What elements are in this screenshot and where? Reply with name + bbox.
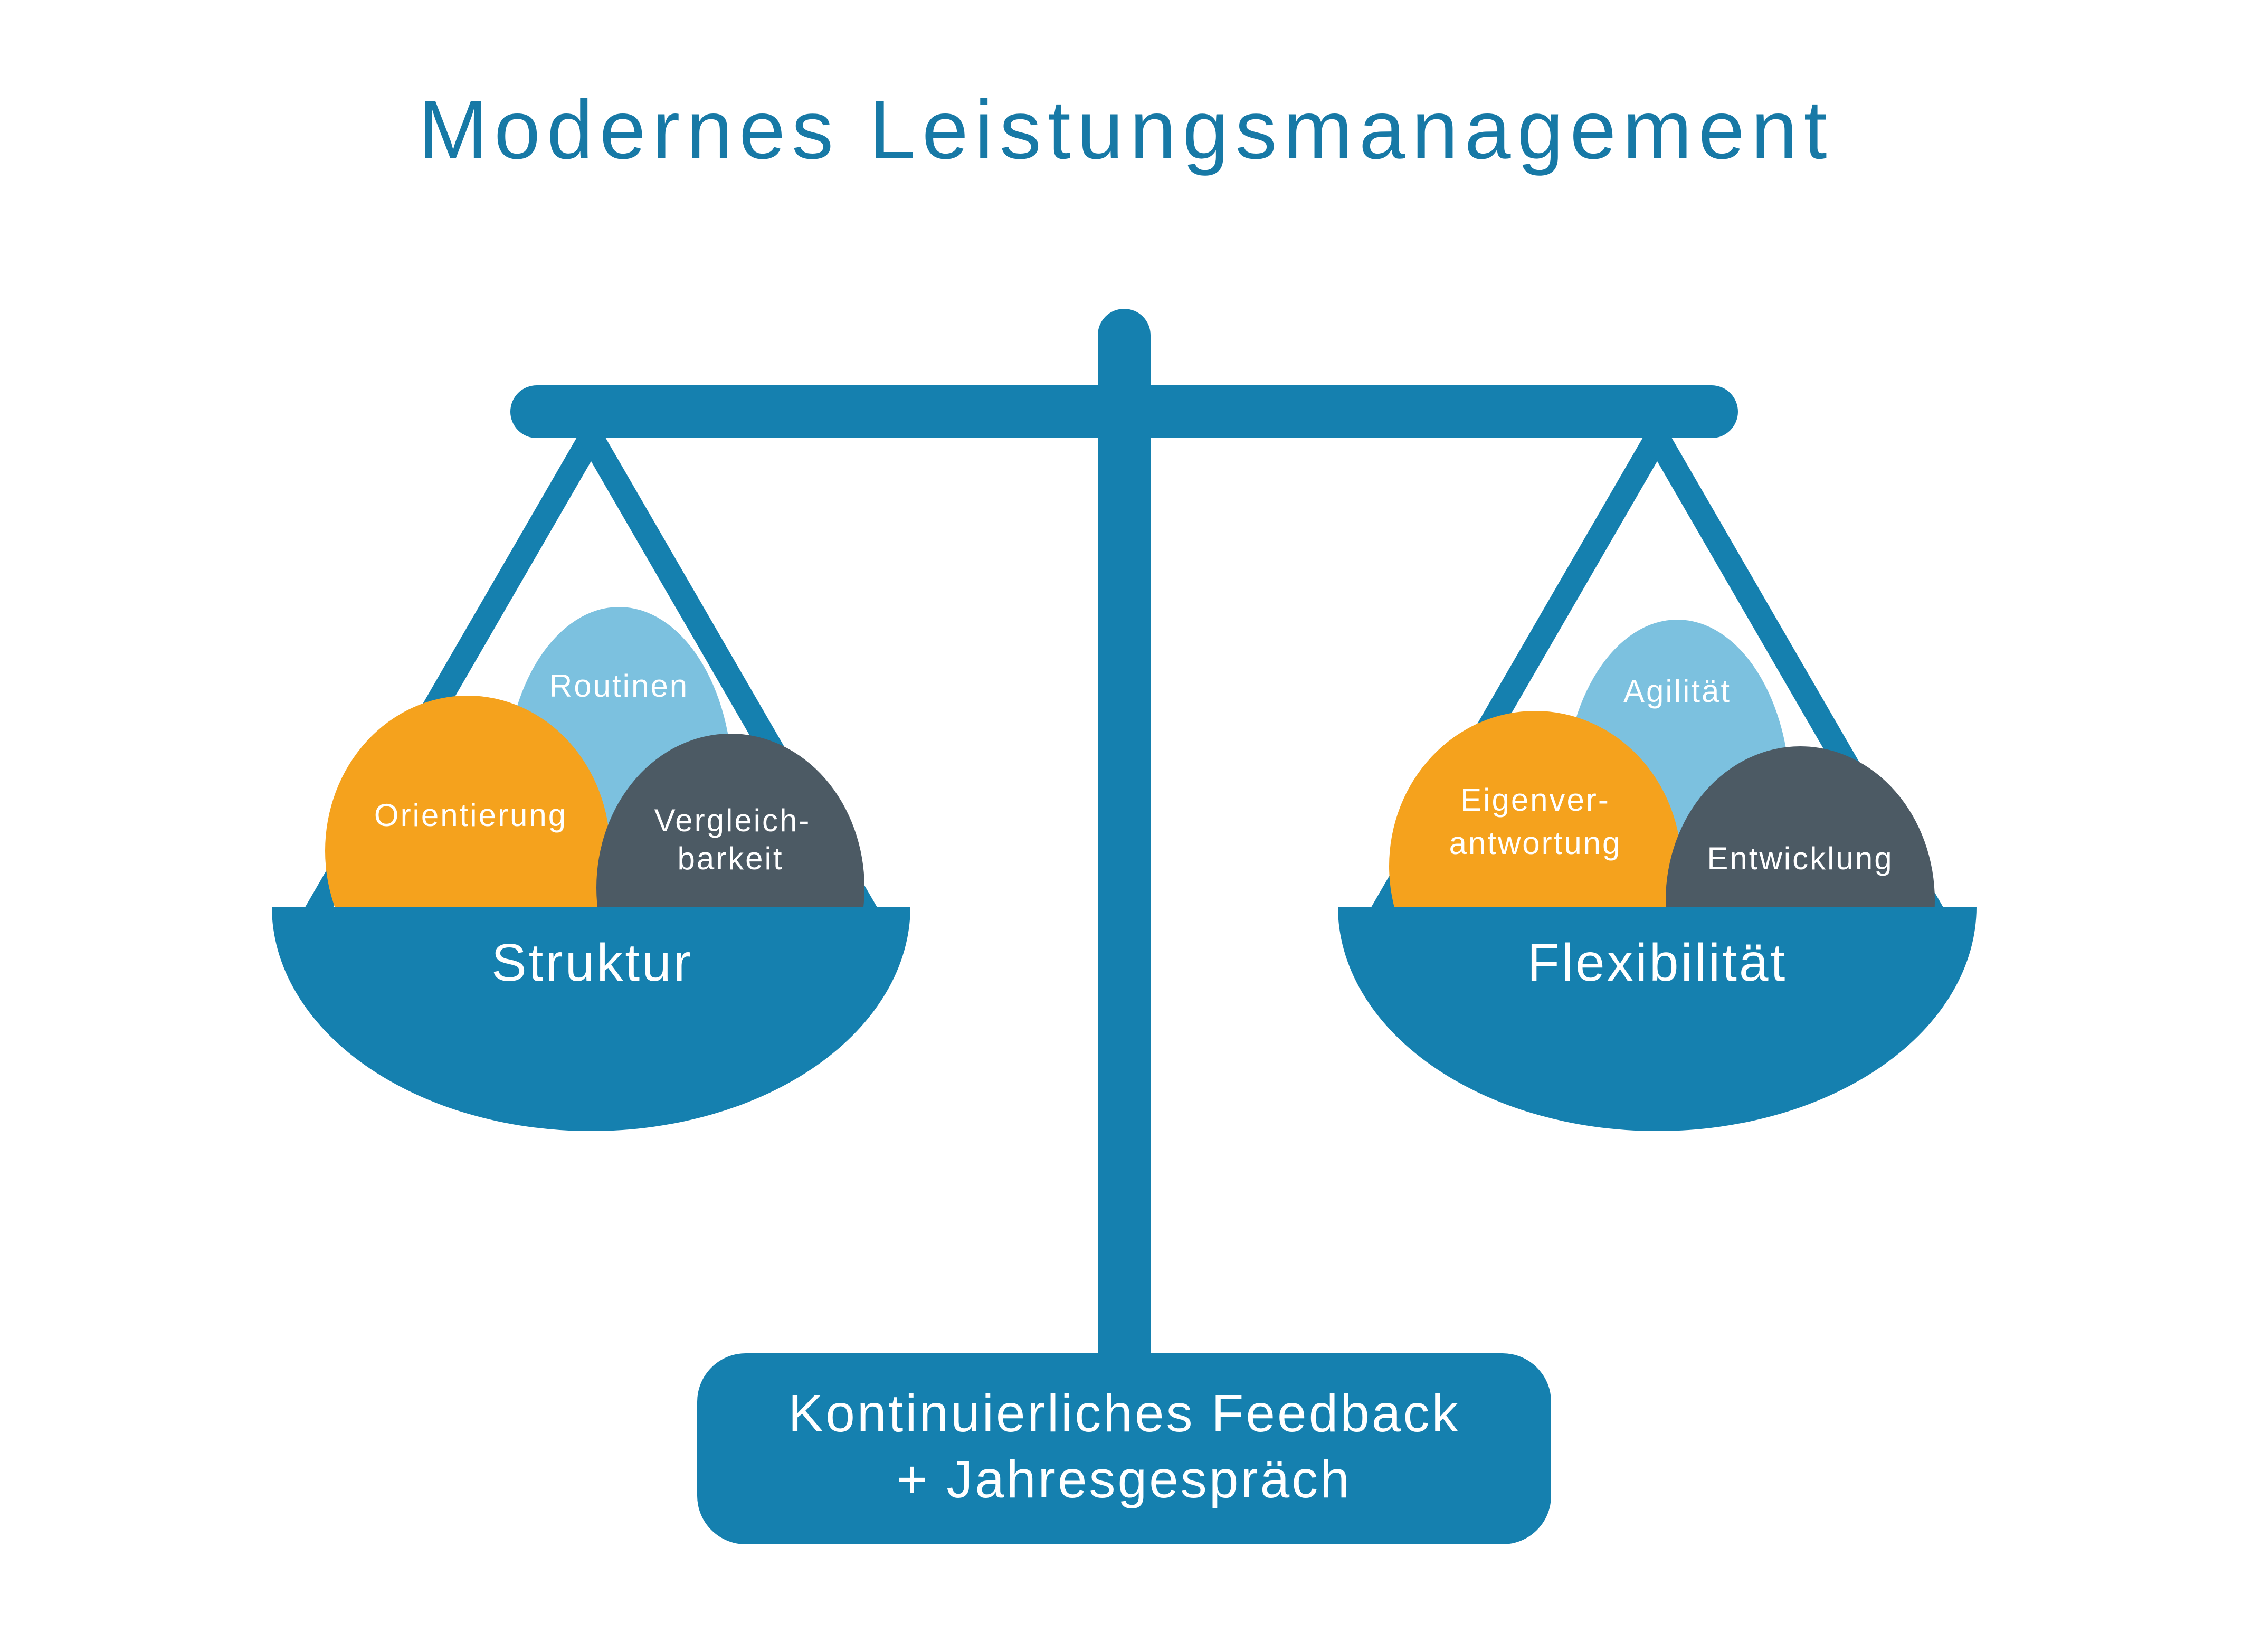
page-title: Modernes Leistungsmanagement [418, 83, 1833, 176]
base-box: Kontinuierliches Feedback + Jahresgesprä… [697, 1353, 1551, 1544]
right-pan: Agilität Eigenver- antwortung Entwicklun… [1338, 620, 1977, 1131]
balance-scale: Routinen Orientierung Vergleich- barkeit… [272, 309, 1977, 1544]
right-pan-bowl [1338, 907, 1977, 1131]
bubble-entwicklung-label: Entwicklung [1707, 841, 1893, 876]
right-pan-label: Flexibilität [1527, 933, 1788, 992]
base-box-label-line2: + Jahresgespräch [897, 1450, 1352, 1509]
left-pan-label: Struktur [491, 933, 693, 992]
bubble-eigenverantwortung-label-line2: antwortung [1449, 825, 1622, 861]
left-pan-bowl [272, 907, 910, 1131]
bubble-routinen-label: Routinen [549, 668, 689, 704]
base-box-label-line1: Kontinuierliches Feedback [788, 1384, 1460, 1443]
left-pan: Routinen Orientierung Vergleich- barkeit… [272, 607, 910, 1131]
base-box-shape [697, 1353, 1551, 1544]
bubble-orientierung-label: Orientierung [374, 797, 567, 833]
center-post [1098, 309, 1151, 1385]
bubble-vergleichbarkeit-label-line2: barkeit [677, 841, 783, 876]
bubble-agilitaet-label: Agilität [1623, 673, 1731, 709]
bubble-eigenverantwortung-label-line1: Eigenver- [1460, 782, 1610, 818]
bubble-vergleichbarkeit-label-line1: Vergleich- [654, 803, 811, 838]
